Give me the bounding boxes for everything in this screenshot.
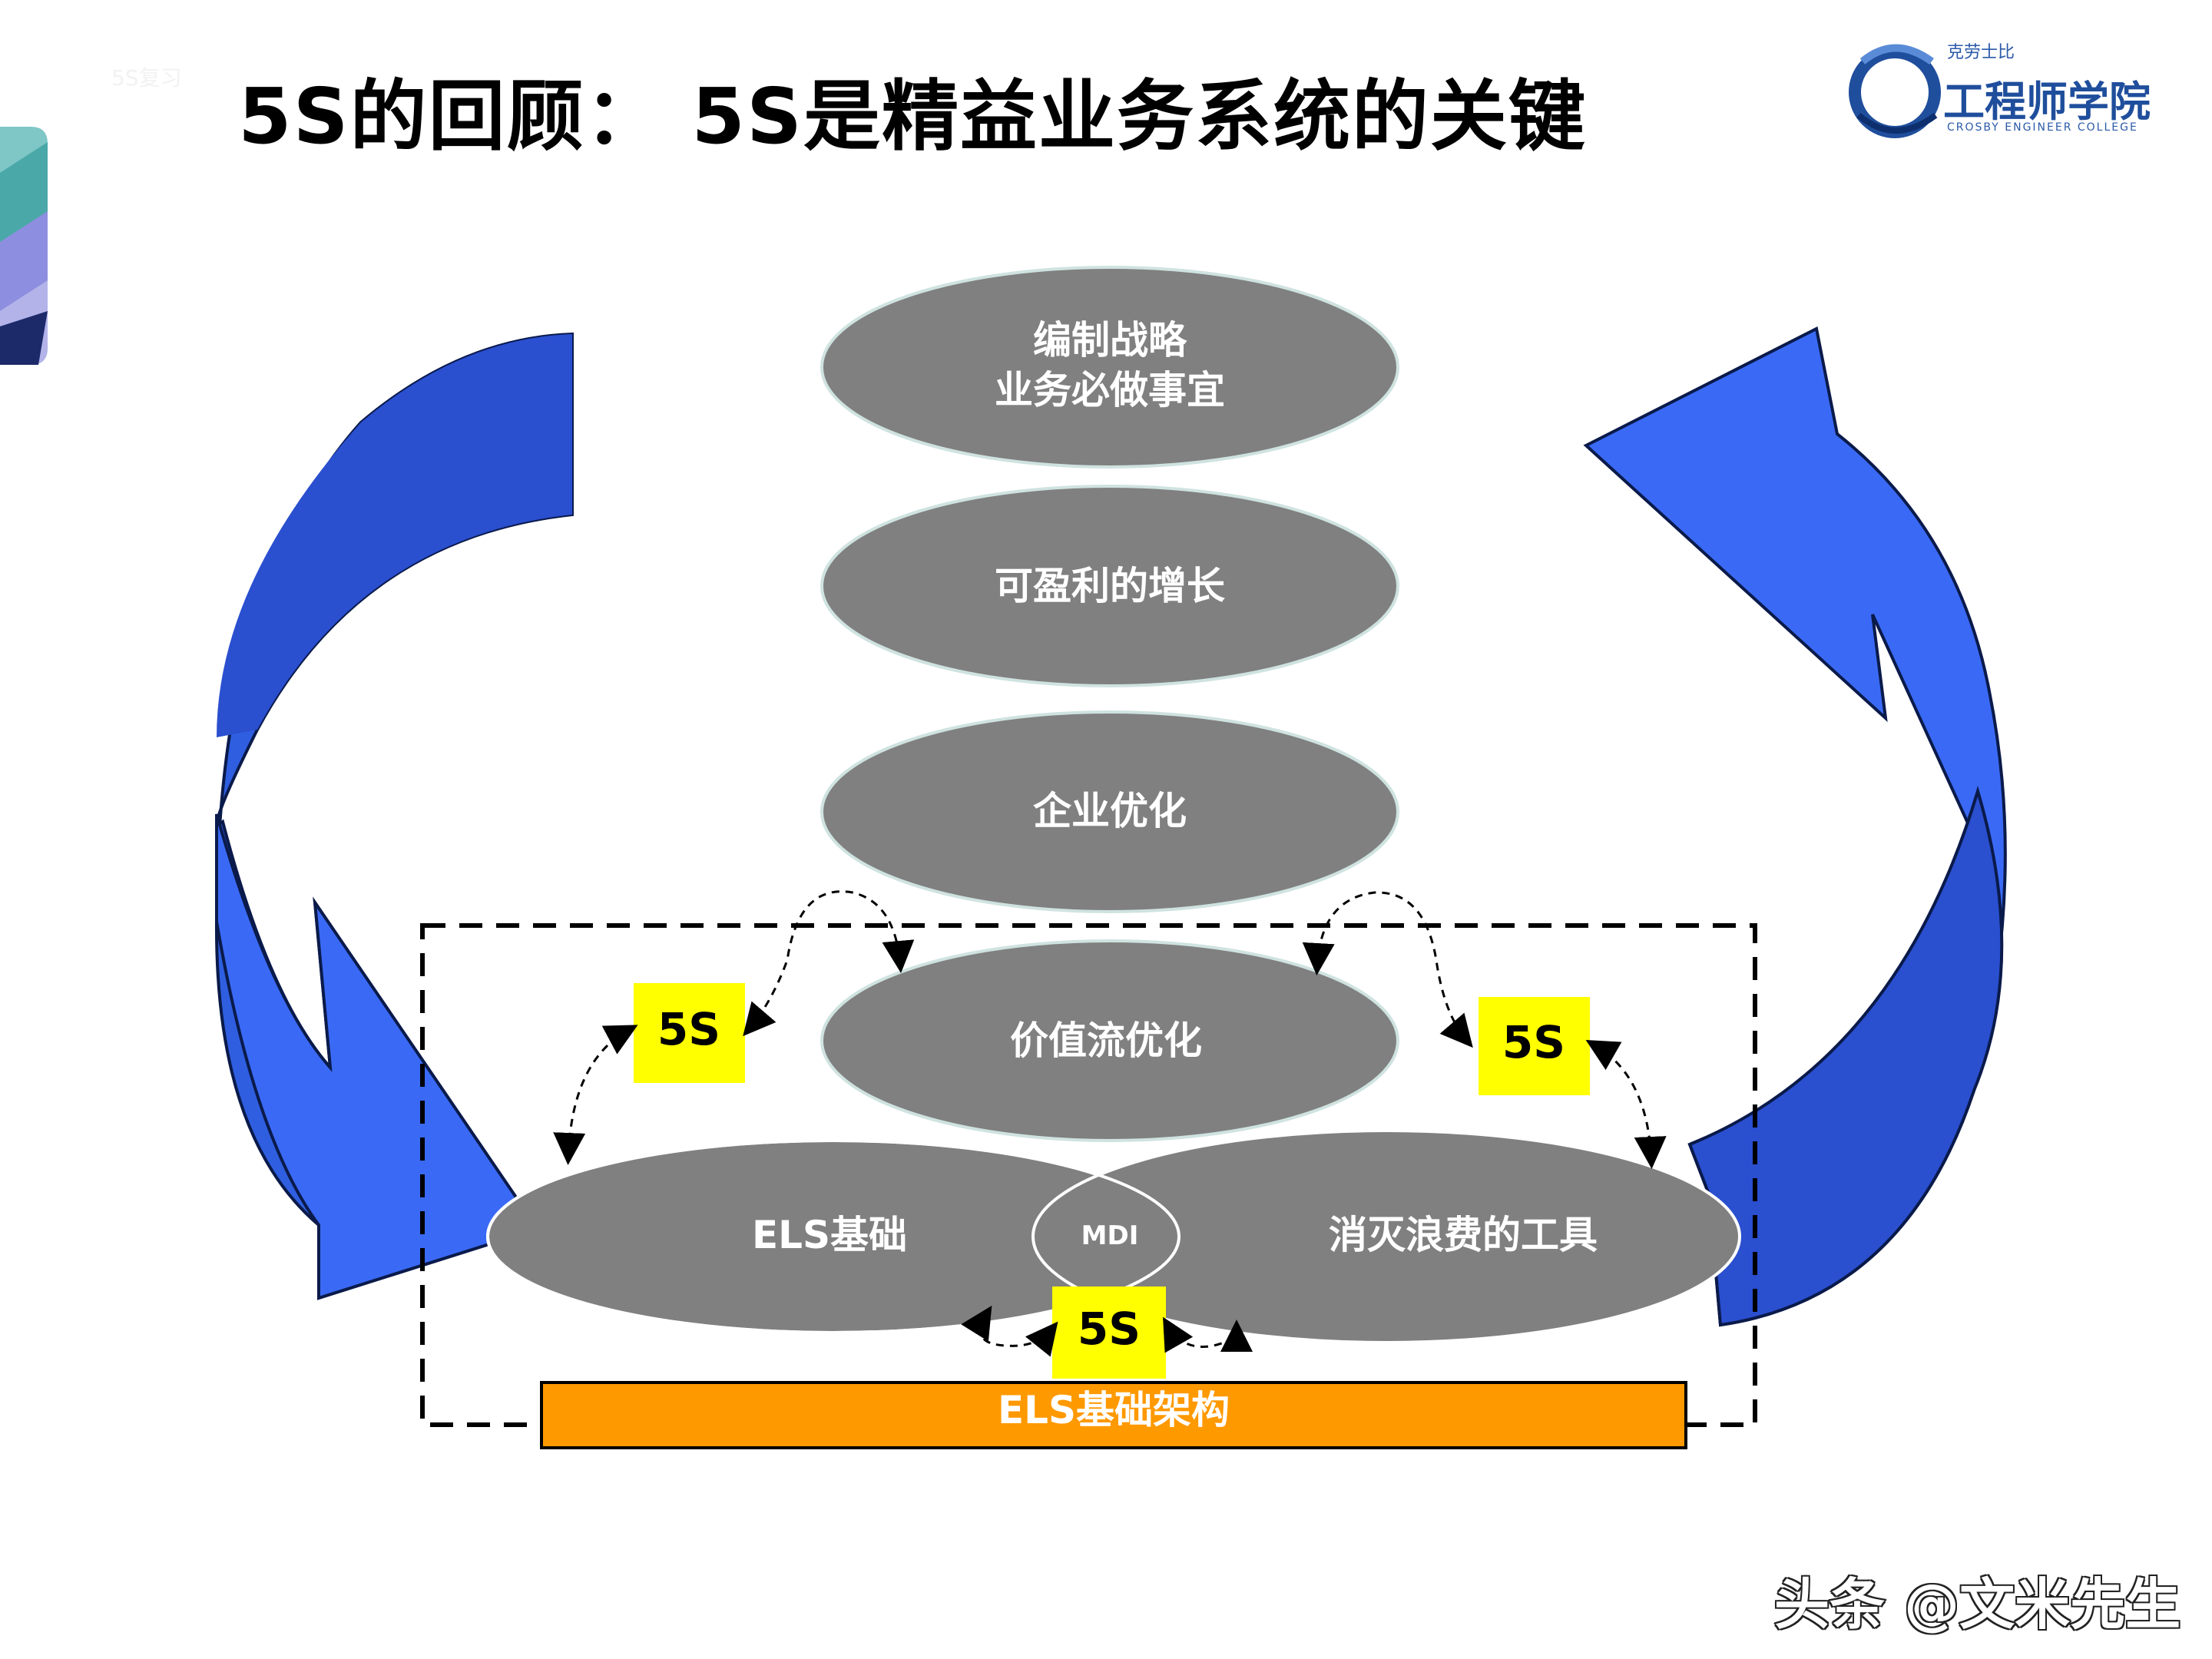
corner-decoration (0, 127, 48, 365)
connector-right-lower (1585, 1040, 1667, 1169)
connector-bottom-left (961, 1305, 1058, 1357)
right-cycle-arrow (1583, 326, 2007, 1327)
corner-label: 5S复习 (111, 65, 182, 91)
mdi-outline (486, 1139, 1181, 1334)
level-enterprise-label: 企业优化 (1033, 789, 1187, 833)
source-watermark: 头条 @文米先生 (1773, 1571, 2181, 1638)
logo-sub-text: CROSBY ENGINEER COLLEGE (1947, 121, 2138, 134)
logo-main-text: 工程师学院 (1943, 78, 2151, 126)
five-s-left-label: 5S (657, 1003, 720, 1055)
level-strategy-line2: 业务必做事宜 (995, 368, 1225, 412)
level-growth-label: 可盈利的增长 (995, 564, 1225, 608)
college-logo-icon (1849, 44, 1941, 138)
five-s-right-label: 5S (1502, 1016, 1565, 1068)
foundation-label: ELS基础架构 (998, 1388, 1230, 1432)
connector-bottom-right (1163, 1316, 1253, 1353)
connector-left-lower (553, 1025, 638, 1165)
level-ellipse-growth (820, 485, 1399, 687)
waste-tools-label: 消灭浪费的工具 (1329, 1213, 1598, 1257)
connector-left-upper (743, 890, 915, 1037)
foundation-bar (540, 1381, 1687, 1449)
page-title: 5S的回顾： 5S是精益业务系统的关键 (238, 71, 1588, 161)
els-base-label: ELS基础 (752, 1213, 907, 1257)
level-value-stream-label: 价值流优化 (1010, 1018, 1202, 1063)
five-s-box-bottom (1052, 1286, 1166, 1379)
level-ellipse-strategy (820, 266, 1399, 469)
mdi-label: MDI (1081, 1220, 1139, 1251)
five-s-box-right (1479, 997, 1590, 1095)
waste-tools-ellipse (1031, 1129, 1741, 1344)
logo-small-text: 克劳士比 (1947, 43, 2015, 62)
dashed-boundary (420, 923, 1757, 1427)
connector-right-upper (1302, 891, 1473, 1048)
five-s-bottom-label: 5S (1078, 1303, 1141, 1355)
five-s-box-left (634, 983, 745, 1083)
level-strategy-line1: 编制战略 (1033, 318, 1187, 363)
level-ellipse-enterprise (820, 710, 1399, 913)
left-cycle-arrow (214, 332, 574, 1300)
